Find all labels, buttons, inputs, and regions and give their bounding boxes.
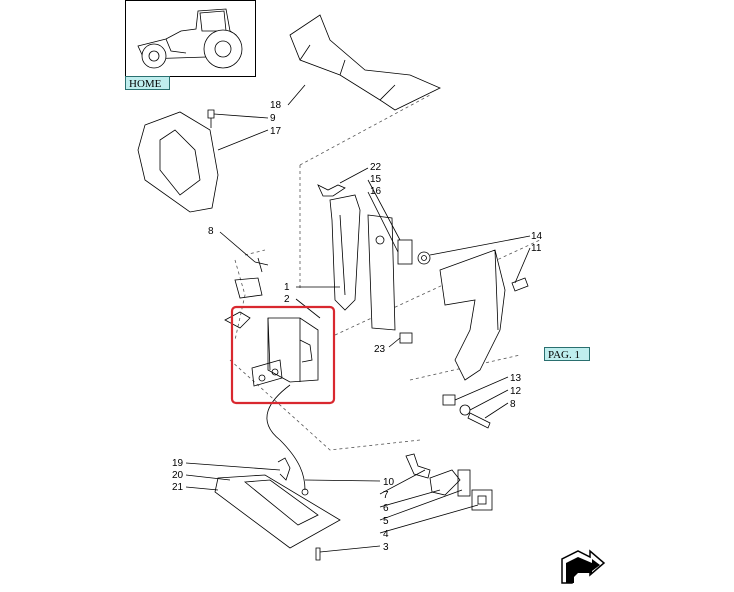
callout-3: 3 [383, 542, 389, 553]
return-button[interactable] [560, 547, 606, 585]
callout-7: 7 [383, 490, 389, 501]
callout-labels: 18 9 17 22 15 16 8 14 11 1 2 23 13 12 8 … [172, 100, 543, 553]
callout-8b: 8 [510, 399, 516, 410]
part-bracket-16 [367, 214, 396, 331]
callout-21: 21 [172, 482, 184, 493]
part-pin-10 [405, 453, 431, 479]
part-wingnut-22 [317, 184, 346, 197]
callout-5: 5 [383, 516, 389, 527]
callout-15: 15 [370, 174, 382, 185]
callout-20: 20 [172, 470, 184, 481]
callout-12: 12 [510, 386, 522, 397]
part-cable-10 [266, 384, 306, 491]
callout-23: 23 [374, 344, 386, 355]
callout-9: 9 [270, 113, 276, 124]
page-1-button[interactable]: PAG. 1 [544, 347, 590, 361]
part-plate-5 [471, 489, 493, 511]
leader-lines [185, 84, 531, 553]
part-screw-8 [254, 257, 269, 273]
callout-4: 4 [383, 529, 389, 540]
part-plate-18 [289, 14, 441, 111]
callout-22: 22 [370, 162, 382, 173]
tractor-icon [137, 8, 243, 69]
part-support-14 [439, 249, 506, 381]
callout-13: 13 [510, 373, 522, 384]
tractor-thumbnail[interactable] [125, 0, 256, 77]
callout-6: 6 [383, 503, 389, 514]
part-bracket-8 [234, 277, 263, 299]
part-latch-7 [429, 469, 461, 496]
highlight-box [230, 305, 336, 405]
part-clip-19 [277, 457, 291, 481]
callout-16: 16 [370, 186, 382, 197]
part-washer-15 [397, 239, 413, 265]
part-bolt-11 [511, 277, 529, 292]
part-screw-3 [315, 547, 321, 561]
home-button[interactable]: HOME [125, 76, 170, 90]
callout-2: 2 [284, 294, 290, 305]
part-bolt-8 [467, 412, 491, 429]
callout-19: 19 [172, 458, 184, 469]
part-handle-1 [329, 194, 361, 311]
callout-10: 10 [383, 477, 395, 488]
part-washer-12 [459, 404, 471, 416]
callout-17: 17 [270, 126, 282, 137]
callout-8a: 8 [208, 226, 214, 237]
guide-lines [229, 94, 541, 451]
part-cover-17 [137, 111, 219, 213]
part-plate-6 [457, 469, 471, 497]
callout-14: 14 [531, 231, 543, 242]
callout-18: 18 [270, 100, 282, 111]
part-screw-9 [207, 109, 215, 128]
part-plate-23 [399, 332, 413, 344]
part-plate-13 [442, 394, 456, 406]
callout-11: 11 [531, 243, 542, 254]
callout-1: 1 [284, 282, 290, 293]
return-arrow-icon [561, 549, 606, 584]
